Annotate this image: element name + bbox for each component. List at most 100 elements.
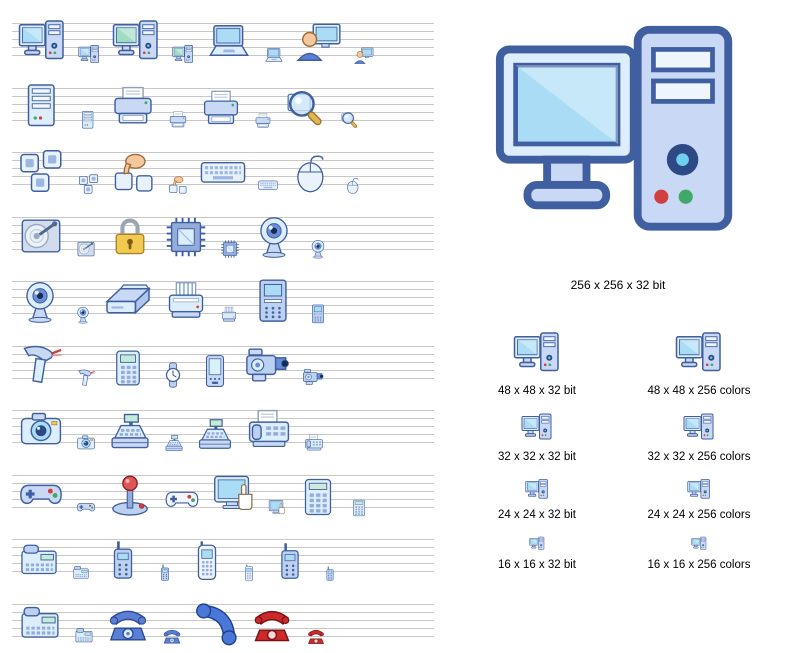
peripherals-row [12, 266, 434, 331]
dot-matrix-printer-icon [220, 306, 238, 324]
size-sample-caption: 16 x 16 x 32 bit [498, 559, 576, 571]
photo-camera-icon [18, 407, 64, 453]
walkie-talkie-icon [322, 566, 338, 582]
cash-register-icon [164, 433, 184, 453]
desktop-computer-icon [675, 330, 723, 378]
icon-grid [12, 8, 434, 653]
large-preview-icon-wrap [448, 14, 788, 266]
keyboards-mice-row [12, 137, 434, 202]
desktop-computer-icon [492, 14, 744, 266]
hard-disk-icon [76, 239, 96, 259]
cell-phone-icon [186, 540, 228, 582]
desktop-computer-icon [112, 18, 160, 66]
size-sample: 16 x 16 x 256 colors [625, 536, 773, 571]
storage-security-row [12, 202, 434, 267]
servers-printers-row [12, 73, 434, 138]
cash-register-icon [108, 409, 152, 453]
size-sample-caption: 24 x 24 x 32 bit [498, 509, 576, 521]
webcam-icon [18, 280, 62, 324]
desktop-computer-icon [687, 478, 711, 502]
pda-icon [198, 354, 232, 388]
printer-icon [254, 112, 272, 130]
calculator-icon [298, 477, 338, 517]
atm-icon [250, 278, 296, 324]
size-sample: 32 x 32 x 256 colors [625, 412, 773, 463]
desktop-computer-icon [513, 330, 561, 378]
keyboard-keys-icon [18, 147, 66, 195]
pos-terminal-icon [108, 348, 148, 388]
mouse-icon [344, 177, 362, 195]
size-sample: 24 x 24 x 32 bit [463, 478, 611, 521]
watch-icon [160, 362, 186, 388]
laptop-icon [206, 20, 252, 66]
office-phone-icon [18, 540, 60, 582]
desktop-computer-icon [529, 536, 545, 552]
cameras-registers-row [12, 395, 434, 460]
keyboard-icon [258, 175, 278, 195]
walkie-talkie-icon [156, 564, 174, 582]
size-sample-caption: 48 x 48 x 32 bit [498, 385, 576, 397]
joystick-icon [108, 473, 152, 517]
atm-icon [308, 304, 328, 324]
desktop-computer-icon [18, 18, 66, 66]
hard-disk-icon [18, 213, 64, 259]
large-preview-caption: 256 x 256 x 32 bit [448, 278, 788, 292]
telephones-row [12, 589, 434, 653]
keyboard-icon [200, 149, 246, 195]
touch-screen-icon [268, 499, 286, 517]
desktop-computer-icon [172, 44, 194, 66]
size-sample-caption: 32 x 32 x 256 colors [648, 451, 751, 463]
size-samples-grid: 48 x 48 x 32 bit 48 x 48 x 256 colors 32 x… [463, 330, 773, 571]
size-sample: 16 x 16 x 32 bit [463, 536, 611, 571]
calculator-icon [350, 499, 368, 517]
webcam-icon [308, 239, 328, 259]
keyboard-keys-icon [78, 173, 100, 195]
workstation-user-icon [354, 46, 374, 66]
handheld-devices-row [12, 331, 434, 396]
camcorder-icon [302, 366, 324, 388]
gamepad-icon [76, 497, 96, 517]
desktop-computer-icon [521, 412, 553, 444]
red-phone-icon [306, 626, 326, 646]
fax-icon [304, 433, 324, 453]
red-phone-icon [250, 602, 294, 646]
scanner-icon [104, 276, 152, 324]
barcode-scanner-icon [18, 342, 64, 388]
gamepad-icon [164, 481, 200, 517]
camcorder-icon [244, 342, 290, 388]
desktop-computer-icon [78, 44, 100, 66]
walkie-talkie-icon [102, 540, 144, 582]
search-icon [284, 86, 328, 130]
touch-screen-icon [212, 473, 256, 517]
memory-chip-icon [220, 239, 240, 259]
laptop-icon [264, 46, 284, 66]
server-icon [18, 82, 66, 130]
server-icon [78, 110, 98, 130]
size-sample: 32 x 32 x 32 bit [463, 412, 611, 463]
hand-typing-icon [168, 175, 188, 195]
size-sample-caption: 48 x 48 x 256 colors [648, 385, 751, 397]
size-sample-caption: 24 x 24 x 256 colors [648, 509, 751, 521]
size-sample: 48 x 48 x 32 bit [463, 330, 611, 397]
cash-register-icon [196, 415, 234, 453]
webcam-icon [74, 306, 92, 324]
game-devices-row [12, 460, 434, 525]
printer-icon [110, 84, 156, 130]
mouse-icon [290, 153, 332, 195]
size-sample-caption: 32 x 32 x 32 bit [498, 451, 576, 463]
memory-chip-icon [164, 215, 208, 259]
office-phone-icon [72, 564, 90, 582]
dot-matrix-printer-icon [164, 280, 208, 324]
hand-typing-icon [112, 151, 156, 195]
printer-icon [168, 110, 188, 130]
printer-icon [200, 88, 242, 130]
barcode-scanner-icon [76, 368, 96, 388]
gamepad-icon [18, 471, 64, 517]
walkie-talkie-icon [270, 542, 310, 582]
cell-phone-icon [240, 564, 258, 582]
desktop-computer-icon [525, 478, 549, 502]
office-phone-icon [74, 626, 94, 646]
desktop-computer-icon [691, 536, 707, 552]
rotary-phone-icon [162, 626, 182, 646]
